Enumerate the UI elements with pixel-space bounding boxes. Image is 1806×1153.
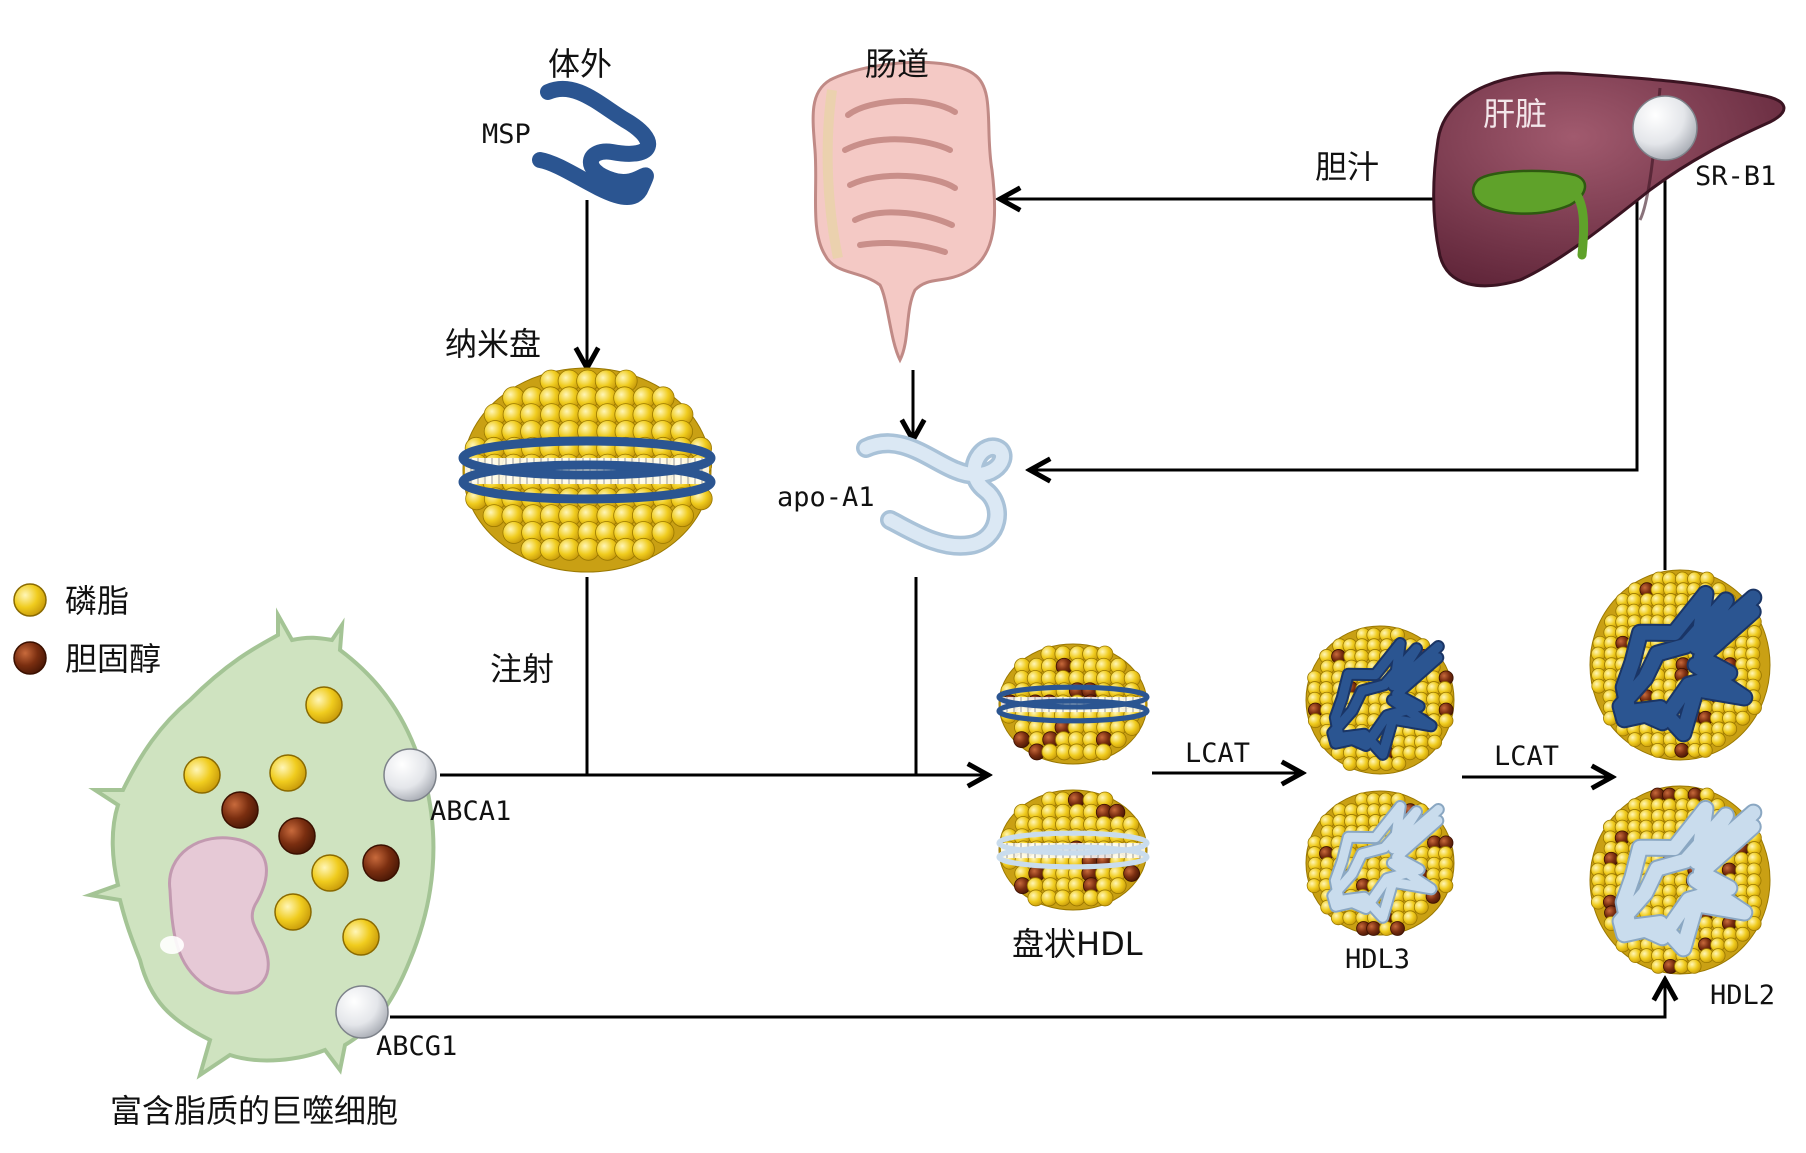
label-lcat-2: LCAT <box>1494 741 1559 772</box>
label-outside: 体外 <box>548 45 612 83</box>
nanodisc-icon <box>458 367 716 573</box>
gallbladder-icon <box>1471 169 1587 215</box>
legend <box>13 583 47 675</box>
hdl3-apoa1-icon <box>1305 790 1455 936</box>
arrow-liver-to-apoa1 <box>1030 143 1639 470</box>
label-macrophage: 富含脂质的巨噬细胞 <box>110 1092 398 1130</box>
label-phospholipid: 磷脂 <box>65 582 129 620</box>
hdl2-msp-icon <box>1589 569 1771 761</box>
discoidal-hdl-apoa1-icon <box>996 789 1150 911</box>
abca1-receptor-icon <box>383 748 437 802</box>
label-srb1: SR-B1 <box>1695 161 1776 192</box>
discoidal-hdl-msp-icon <box>996 643 1150 765</box>
label-apoa1: apo-A1 <box>777 482 875 513</box>
label-hdl3: HDL3 <box>1345 944 1410 975</box>
label-msp: MSP <box>482 119 531 150</box>
label-cholesterol: 胆固醇 <box>65 640 161 678</box>
label-abca1: ABCA1 <box>430 796 511 827</box>
label-liver: 肝脏 <box>1483 95 1547 133</box>
hdl3-msp-icon <box>1305 625 1455 775</box>
nucleus-icon <box>168 836 270 995</box>
label-lcat-1: LCAT <box>1185 738 1250 769</box>
label-injection: 注射 <box>490 650 554 688</box>
label-discoidal-hdl: 盘状HDL <box>1012 925 1143 963</box>
msp-protein-icon <box>532 80 657 205</box>
label-nanodisc: 纳米盘 <box>445 325 541 363</box>
label-bile: 胆汁 <box>1315 148 1379 186</box>
macrophage-cell-icon <box>82 607 436 1080</box>
label-intestine: 肠道 <box>865 45 929 83</box>
intestine-icon <box>811 60 997 364</box>
hdl2-apoa1-icon <box>1589 785 1771 975</box>
arrow-abcg1-to-hdl2 <box>390 980 1665 1019</box>
abcg1-receptor-icon <box>335 985 389 1039</box>
apoa1-protein-icon <box>856 433 1013 556</box>
label-hdl2: HDL2 <box>1710 980 1775 1011</box>
label-abcg1: ABCG1 <box>376 1031 457 1062</box>
phospholipid-legend-icon <box>13 583 47 617</box>
cholesterol-legend-icon <box>13 641 47 675</box>
srb1-receptor-icon <box>1632 95 1698 161</box>
